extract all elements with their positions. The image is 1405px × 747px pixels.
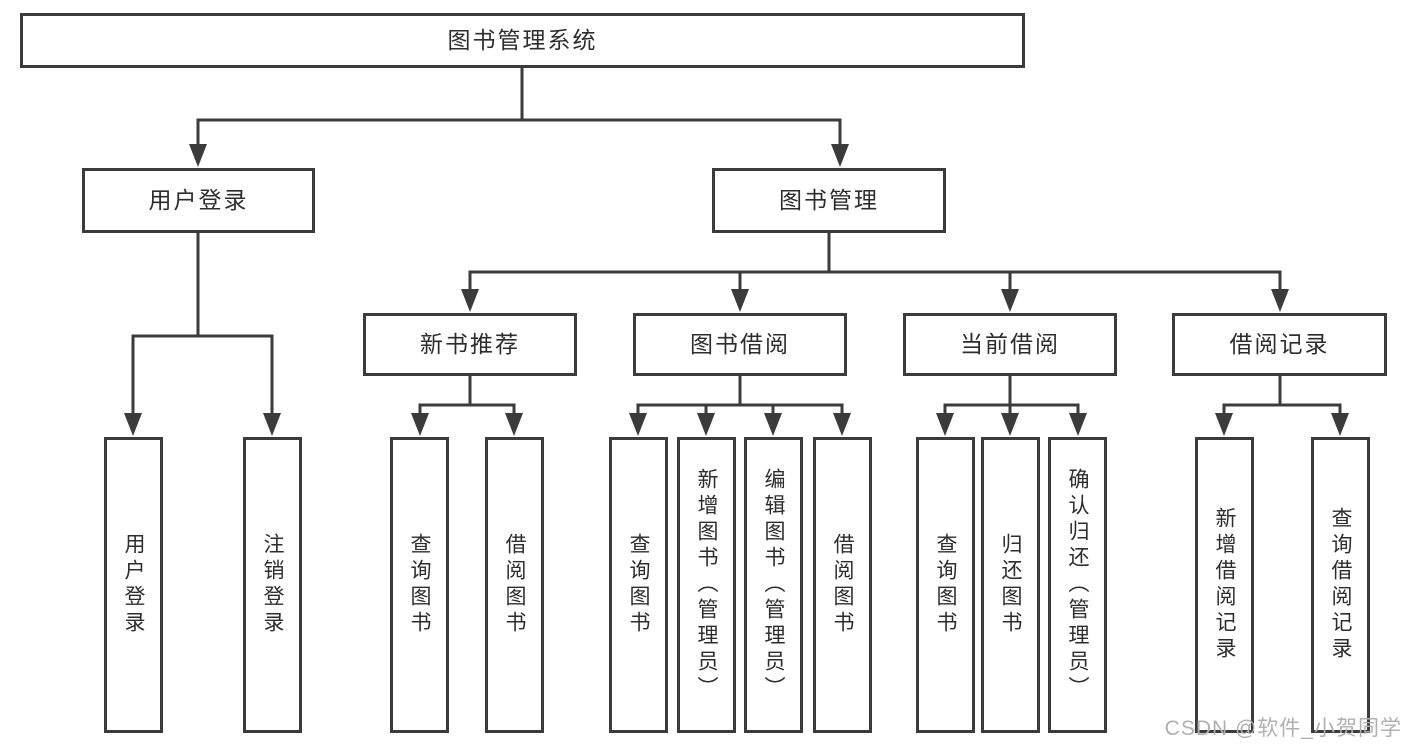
node-book-borrowing: 图书借阅 <box>633 313 847 376</box>
leaf-query-books-recommend: 查询图书 <box>390 437 449 733</box>
leaf-user-login: 用户登录 <box>104 437 163 733</box>
leaf-edit-book-admin: 编辑图书（管理员） <box>744 437 803 733</box>
watermark-text: CSDN @软件_小贺同学 <box>1164 717 1402 740</box>
node-library-management-system: 图书管理系统 <box>20 13 1025 68</box>
node-user-login: 用户登录 <box>82 168 315 233</box>
leaf-borrow-books-borrowing: 借阅图书 <box>813 437 872 733</box>
leaf-add-book-admin: 新增图书（管理员） <box>677 437 736 733</box>
node-new-book-recommendation: 新书推荐 <box>363 313 577 376</box>
leaf-query-borrow-record: 查询借阅记录 <box>1311 437 1370 733</box>
node-borrowing-records: 借阅记录 <box>1172 313 1387 376</box>
leaf-query-books-current: 查询图书 <box>916 437 975 733</box>
arrowheads <box>124 144 1349 436</box>
leaf-borrow-books-recommend: 借阅图书 <box>485 437 544 733</box>
leaf-query-books-borrowing: 查询图书 <box>609 437 668 733</box>
leaf-add-borrow-record: 新增借阅记录 <box>1195 437 1254 733</box>
leaf-logout: 注销登录 <box>243 437 302 733</box>
node-current-borrowing: 当前借阅 <box>903 313 1117 376</box>
node-book-management: 图书管理 <box>712 168 946 233</box>
leaf-confirm-return-admin: 确认归还（管理员） <box>1048 437 1107 733</box>
leaf-return-book: 归还图书 <box>981 437 1040 733</box>
